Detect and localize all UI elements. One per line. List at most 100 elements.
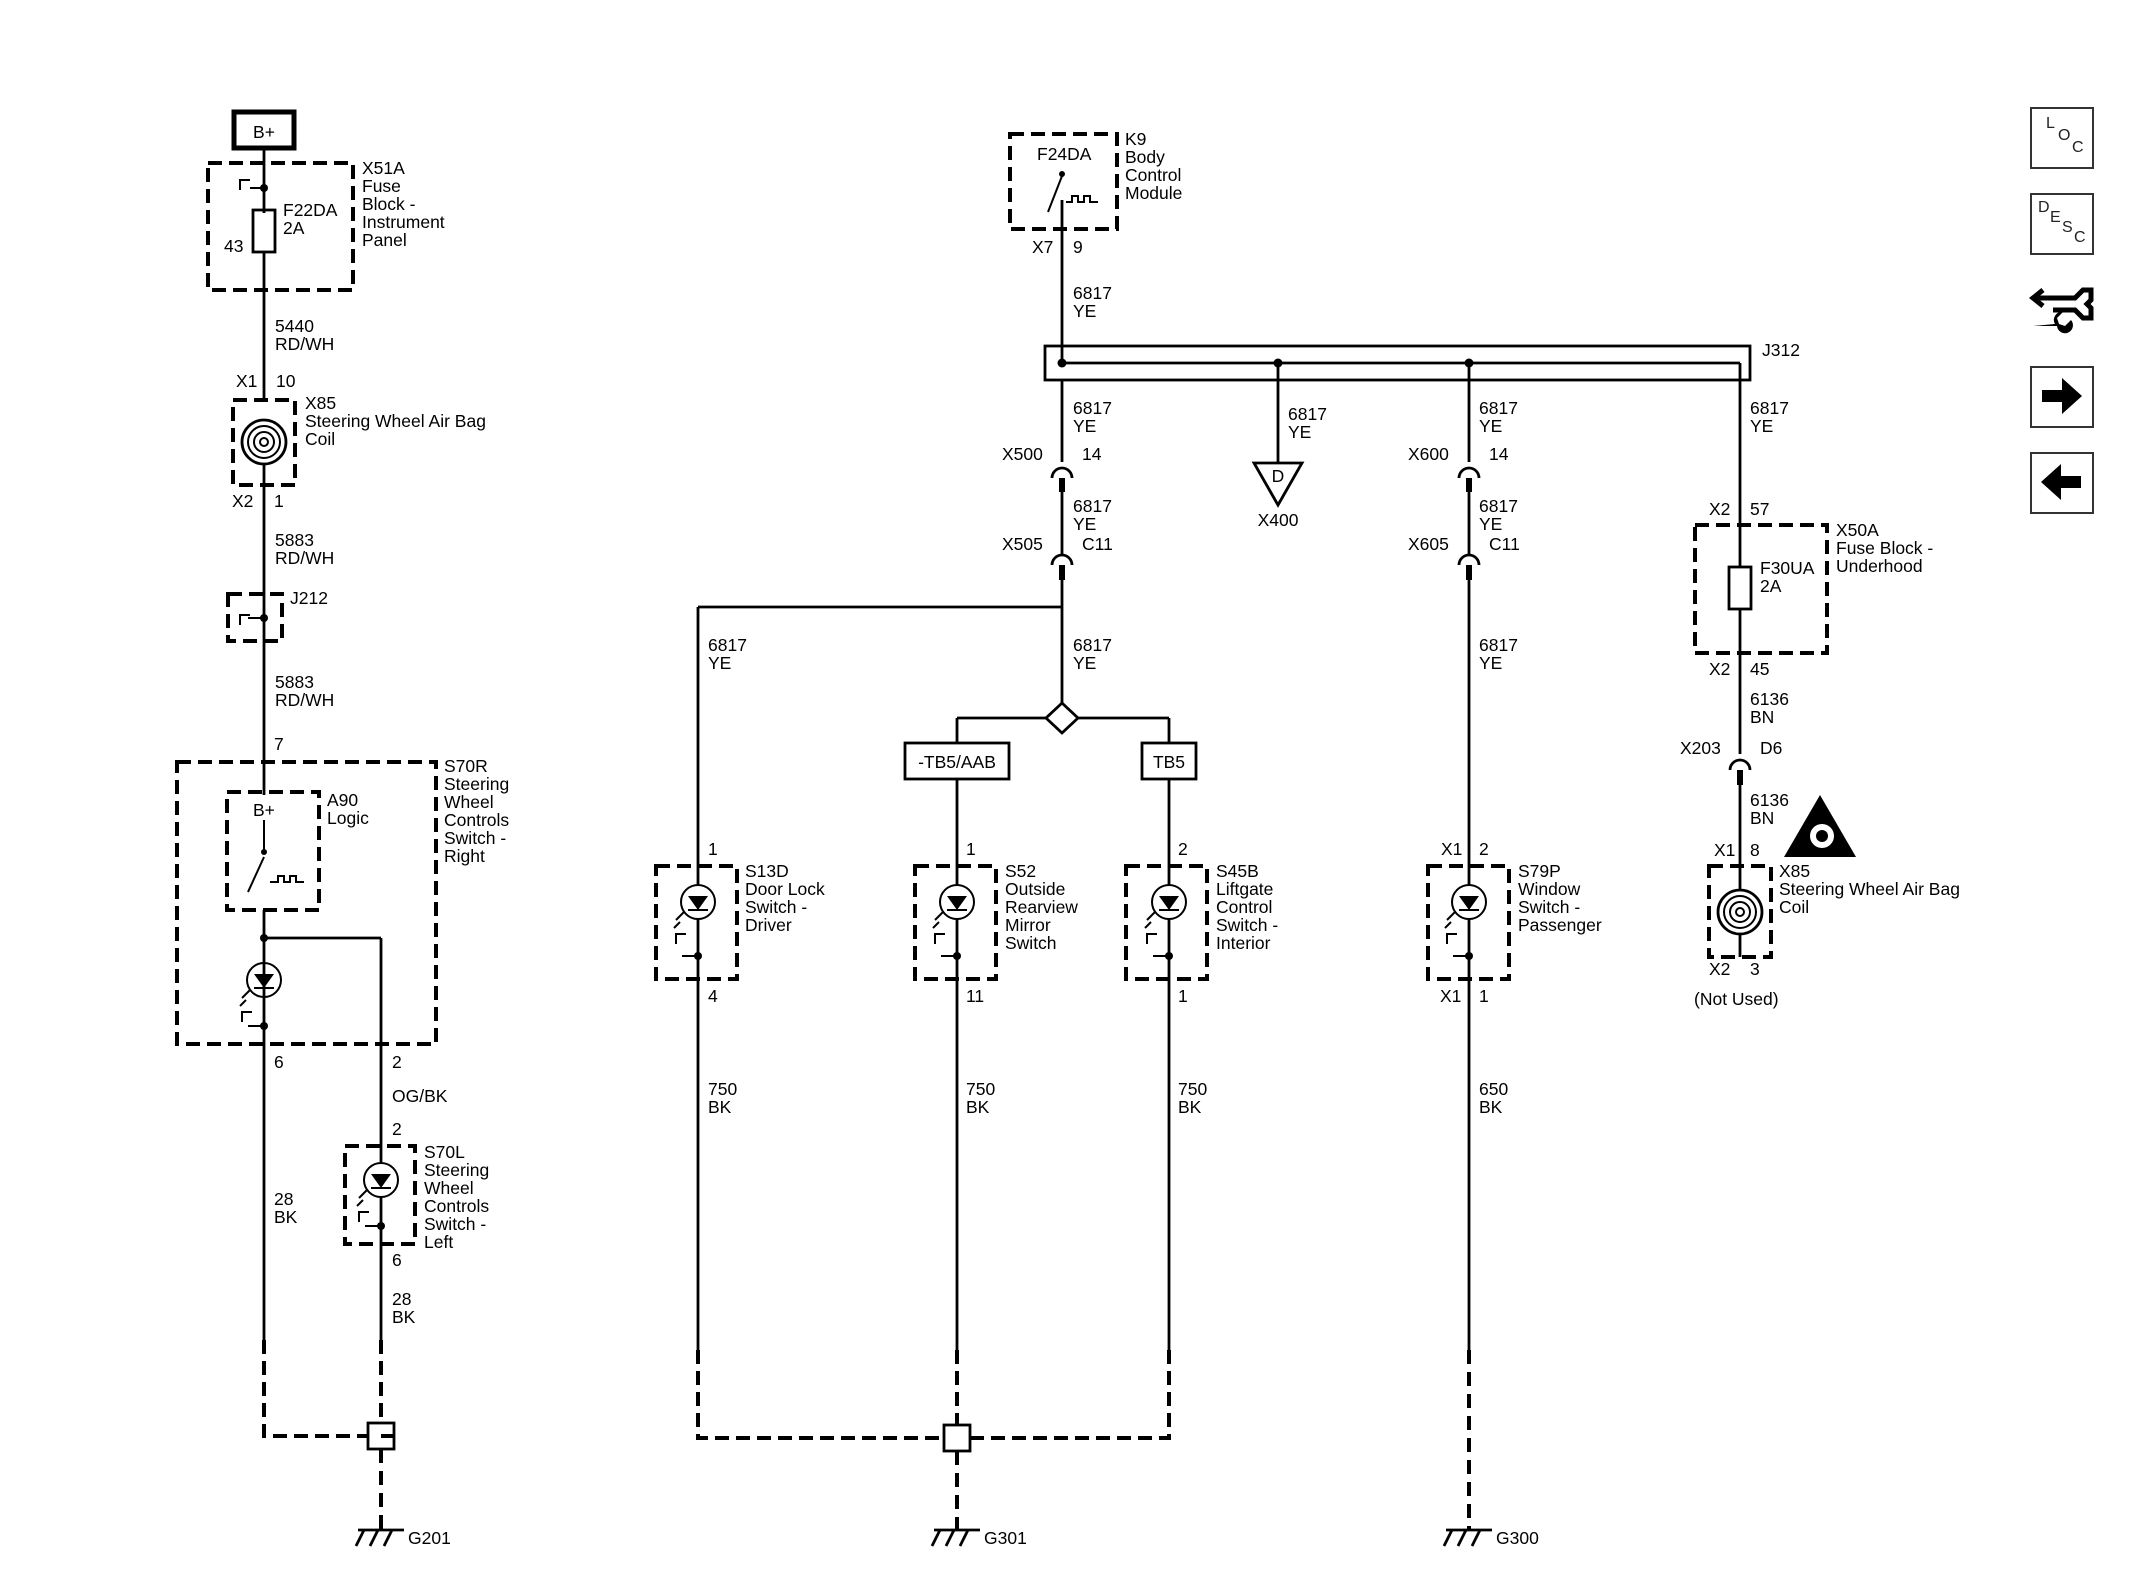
wire-number: 6817 [708, 635, 747, 655]
component-label: Body [1125, 147, 1165, 167]
pin-label: C11 [1489, 534, 1520, 554]
pin-label: D6 [1760, 738, 1782, 758]
led-switch-icon [673, 884, 716, 960]
component-label: Wheel [424, 1178, 474, 1198]
wire-number: 6817 [1073, 283, 1112, 303]
airbag-warning-icon [1784, 795, 1856, 857]
component-label: Liftgate [1216, 879, 1273, 899]
connector-label: X1 [1441, 839, 1462, 859]
connector-label: X1 [1714, 840, 1735, 860]
wire-number: 6817 [1073, 496, 1112, 516]
component-label: Controls [444, 810, 509, 830]
component-label: Switch - [1518, 897, 1580, 917]
component-id: J212 [290, 588, 328, 608]
s13d-door-lock-switch [654, 864, 739, 981]
ground-icon [1442, 1528, 1492, 1547]
wire-color: YE [1479, 653, 1502, 673]
fuse-id: F30UA [1760, 558, 1815, 578]
power-label: B+ [253, 800, 275, 820]
fuse-amp: 2A [283, 218, 305, 238]
component-id: X85 [305, 393, 336, 413]
component-label: Right [444, 846, 485, 866]
component-id: S45B [1216, 861, 1259, 881]
pin-label: 6 [274, 1052, 284, 1072]
right-circuit: 6817 YE X600 14 6817 YE X605 C11 6817 YE… [1408, 363, 1960, 1548]
connector-label: X500 [1002, 444, 1043, 464]
connector-label: X2 [1709, 499, 1730, 519]
x50a-fuse-block [1693, 523, 1829, 655]
wire-number: 750 [708, 1079, 737, 1099]
connector-letter: D [1272, 466, 1285, 486]
component-id: J312 [1762, 340, 1800, 360]
pin-label: 2 [392, 1052, 402, 1072]
connector-label: X2 [232, 491, 253, 511]
option-label: -TB5/AAB [918, 752, 996, 772]
connector-label: X7 [1032, 237, 1053, 257]
wire-number: 750 [966, 1079, 995, 1099]
component-label: Window [1518, 879, 1581, 899]
component-label: Driver [745, 915, 792, 935]
component-label: Fuse [362, 176, 401, 196]
component-label: Panel [362, 230, 407, 250]
loc-letter: O [2058, 127, 2071, 144]
connector-label: X203 [1680, 738, 1721, 758]
wire-color: BN [1750, 707, 1774, 727]
wire-color: RD/WH [275, 690, 334, 710]
connector-label: X2 [1709, 959, 1730, 979]
pin-label: 6 [392, 1250, 402, 1270]
pin-label: 1 [708, 839, 718, 859]
wire-color: YE [1750, 416, 1773, 436]
connector-label: X505 [1002, 534, 1043, 554]
battery-box [231, 109, 297, 151]
pin-label: 1 [274, 491, 284, 511]
wire-color: YE [1479, 416, 1502, 436]
pin-label: 7 [274, 734, 284, 754]
pin-label: 1 [1479, 986, 1489, 1006]
component-id: K9 [1125, 129, 1146, 149]
wire-number: 6817 [1750, 398, 1789, 418]
component-label: Control [1216, 897, 1272, 917]
pin-label: 2 [1178, 839, 1188, 859]
wire-number: 650 [1479, 1079, 1508, 1099]
fuse-icon [1727, 565, 1753, 611]
j212-splice-pack [226, 592, 284, 643]
arrow-left-icon [2041, 464, 2081, 500]
wire-number: 5440 [275, 316, 314, 336]
wire-color: YE [708, 653, 731, 673]
component-id: S79P [1518, 861, 1561, 881]
connector-icon [1050, 553, 1074, 566]
connector-icon [1457, 553, 1481, 566]
fuse-id: F22DA [283, 200, 338, 220]
connector-label: X400 [1258, 510, 1299, 530]
wire-color: BK [274, 1207, 298, 1227]
wire-number: 6817 [1288, 404, 1327, 424]
component-label: Coil [305, 429, 335, 449]
previous-button[interactable] [2030, 452, 2094, 514]
switch-icon [247, 856, 265, 893]
fuse-amp: 2A [1760, 576, 1782, 596]
splice-dot [260, 184, 268, 192]
connector-tools-button[interactable] [2027, 278, 2097, 342]
desc-button[interactable]: D E S C [2030, 193, 2094, 255]
pin-label: 4 [708, 986, 718, 1006]
x51a-fuse-block [206, 161, 355, 292]
component-label: Switch - [444, 828, 506, 848]
wire-color: YE [1479, 514, 1502, 534]
pin-label: 57 [1750, 499, 1769, 519]
wire-color: BK [1178, 1097, 1202, 1117]
wire-number: 6817 [1479, 496, 1518, 516]
next-button[interactable] [2030, 366, 2094, 428]
component-id: S13D [745, 861, 789, 881]
wire-color: RD/WH [275, 334, 334, 354]
pin-label: 1 [1178, 986, 1188, 1006]
note-label: (Not Used) [1694, 989, 1779, 1009]
s70r-switch-right [175, 760, 438, 1046]
component-label: Fuse Block - [1836, 538, 1933, 558]
loc-button[interactable]: L O C [2030, 107, 2094, 169]
connector-icon [1728, 758, 1752, 771]
left-circuit: B+ F22DA 2A 43 X51A Fuse Block - Instrum… [175, 109, 509, 1548]
wire-number: 6136 [1750, 790, 1789, 810]
middle-circuit: F24DA K9 Body Control Module X7 9 6817 Y… [654, 129, 1800, 1548]
fuse-icon [251, 208, 277, 254]
ground-label: G300 [1496, 1528, 1539, 1548]
